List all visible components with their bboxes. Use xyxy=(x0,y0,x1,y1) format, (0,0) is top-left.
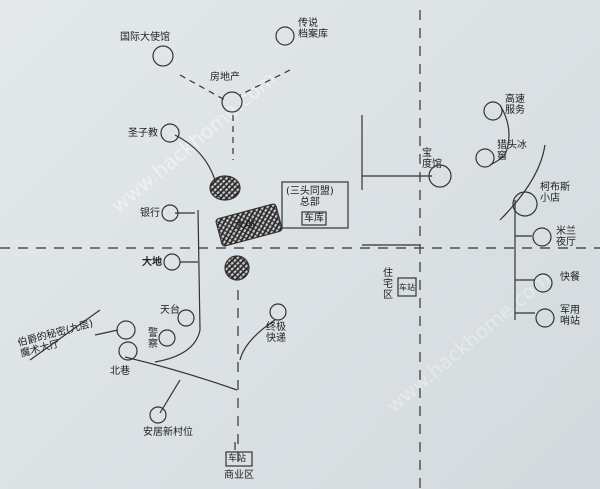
label-nightclub: 米兰 夜厅 xyxy=(556,226,576,248)
label-military: 军用 哨站 xyxy=(560,305,580,327)
label-shop: 柯布斯 小店 xyxy=(540,182,570,204)
label-embassy: 国际大使馆 xyxy=(120,32,170,43)
label-realestate: 房地产 xyxy=(210,72,240,83)
label-express: 终极 快递 xyxy=(266,322,286,344)
label-bigland-rect: 大地 xyxy=(235,220,255,231)
label-rooftop: 天台 xyxy=(160,305,180,316)
label-commercial: 商业区 xyxy=(224,470,254,481)
label-newvillage: 安居新村位 xyxy=(143,427,193,438)
label-hq: (三头同盟) 总部 xyxy=(286,186,334,208)
label-bank: 银行 xyxy=(140,208,160,219)
label-station-r: 车站 xyxy=(399,283,415,292)
label-garage: 车库 xyxy=(304,213,324,224)
label-fastfood: 快餐 xyxy=(560,272,580,283)
label-hotel: 宝 度馆 xyxy=(422,148,442,170)
road xyxy=(154,209,201,363)
label-alley: 北巷 xyxy=(110,366,130,377)
label-residential: 住 宅 区 xyxy=(383,268,393,301)
label-church: 圣子教 xyxy=(128,128,158,139)
label-station-b: 车站 xyxy=(228,454,247,464)
label-highway: 高速 服务 xyxy=(505,94,525,116)
label-archive: 传说 档案库 xyxy=(298,18,328,40)
label-police: 警 察 xyxy=(148,328,158,350)
label-icecellar: 猎头冰 窖 xyxy=(497,140,527,162)
road-dashed xyxy=(179,69,291,160)
label-bigland-s: 大地 xyxy=(142,257,162,268)
